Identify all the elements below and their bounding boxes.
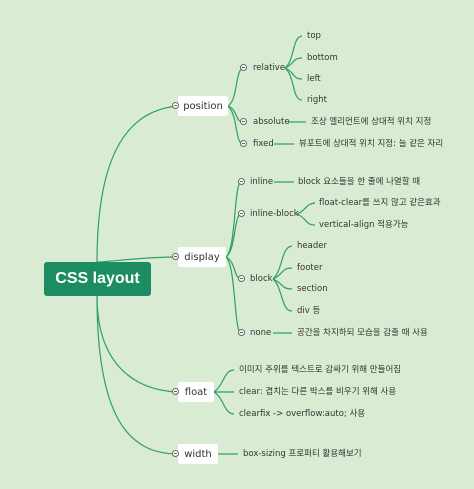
connector-relative-top — [284, 35, 303, 69]
connector-position-relative — [227, 67, 244, 107]
collapse-toggle-icon[interactable] — [172, 388, 179, 395]
node-absolute[interactable]: absolute — [253, 117, 290, 127]
node-fixed[interactable]: fixed — [253, 139, 274, 149]
collapse-toggle-icon[interactable] — [238, 275, 245, 282]
connector-block-header — [272, 245, 293, 280]
connector-block-div — [272, 278, 293, 312]
node-display[interactable]: display — [178, 247, 226, 267]
node-float[interactable]: float — [178, 382, 214, 402]
connector-root-display — [96, 256, 179, 263]
node-relative[interactable]: relative — [253, 63, 286, 73]
collapse-toggle-icon[interactable] — [240, 118, 247, 125]
node-inline-desc[interactable]: block 요소들을 한 줄에 나열할 때 — [298, 177, 421, 187]
node-block[interactable]: block — [250, 274, 273, 284]
connector-inline-block-1 — [296, 202, 316, 215]
node-float-2[interactable]: clear: 겹치는 다른 박스를 비우기 위해 사용 — [239, 387, 397, 397]
connector-float-3 — [213, 391, 235, 415]
connector-block-footer — [272, 267, 293, 280]
node-float-3[interactable]: clearfix -> overflow:auto; 사용 — [239, 409, 366, 419]
node-relative-right[interactable]: right — [307, 95, 327, 105]
connector-position-fixed — [227, 105, 244, 145]
connector-display-inline — [225, 181, 242, 258]
connector-relative-bottom — [284, 57, 303, 69]
collapse-toggle-icon[interactable] — [240, 64, 247, 71]
node-float-1[interactable]: 이미지 주위를 텍스트로 감싸기 위해 만들어짐 — [239, 365, 402, 375]
connector-relative-left — [284, 67, 303, 80]
connector-float-1 — [213, 369, 235, 393]
connector-relative-right — [284, 67, 303, 101]
node-none[interactable]: none — [250, 328, 272, 338]
node-inline-block-1[interactable]: float-clear를 쓰지 않고 같은효과 — [319, 198, 441, 208]
node-relative-bottom[interactable]: bottom — [307, 53, 338, 63]
collapse-toggle-icon[interactable] — [172, 450, 179, 457]
node-inline-block[interactable]: inline-block — [250, 209, 299, 219]
connector-inline-block-2 — [296, 213, 316, 226]
node-block-footer[interactable]: footer — [297, 263, 323, 273]
connector-root-position — [96, 105, 179, 263]
node-absolute-desc[interactable]: 조상 엘리먼트에 상대적 위치 지정 — [311, 117, 432, 127]
root-node[interactable]: CSS layout — [44, 262, 151, 296]
connector-root-float — [96, 295, 179, 393]
collapse-toggle-icon[interactable] — [238, 210, 245, 217]
node-width[interactable]: width — [178, 444, 218, 464]
node-relative-left[interactable]: left — [307, 74, 321, 84]
node-block-header[interactable]: header — [297, 241, 327, 251]
node-inline-block-2[interactable]: vertical-align 적용가능 — [319, 220, 409, 230]
collapse-toggle-icon[interactable] — [238, 329, 245, 336]
node-block-section[interactable]: section — [297, 284, 328, 294]
node-block-div[interactable]: div 등 — [297, 306, 321, 316]
node-relative-top[interactable]: top — [307, 31, 321, 41]
collapse-toggle-icon[interactable] — [172, 253, 179, 260]
connector-block-section — [272, 278, 293, 290]
node-fixed-desc[interactable]: 뷰포트에 상대적 위치 지정: 늘 같은 자리 — [299, 139, 444, 149]
connector-display-inline-block — [225, 213, 242, 258]
node-position[interactable]: position — [178, 96, 228, 116]
node-inline[interactable]: inline — [250, 177, 274, 187]
connector-root-width — [96, 295, 179, 455]
collapse-toggle-icon[interactable] — [238, 178, 245, 185]
node-none-desc[interactable]: 공간을 차지하되 모습을 감출 때 사용 — [297, 328, 428, 338]
collapse-toggle-icon[interactable] — [240, 140, 247, 147]
collapse-toggle-icon[interactable] — [172, 102, 179, 109]
node-width-desc[interactable]: box-sizing 프로퍼티 활용해보기 — [243, 449, 362, 459]
